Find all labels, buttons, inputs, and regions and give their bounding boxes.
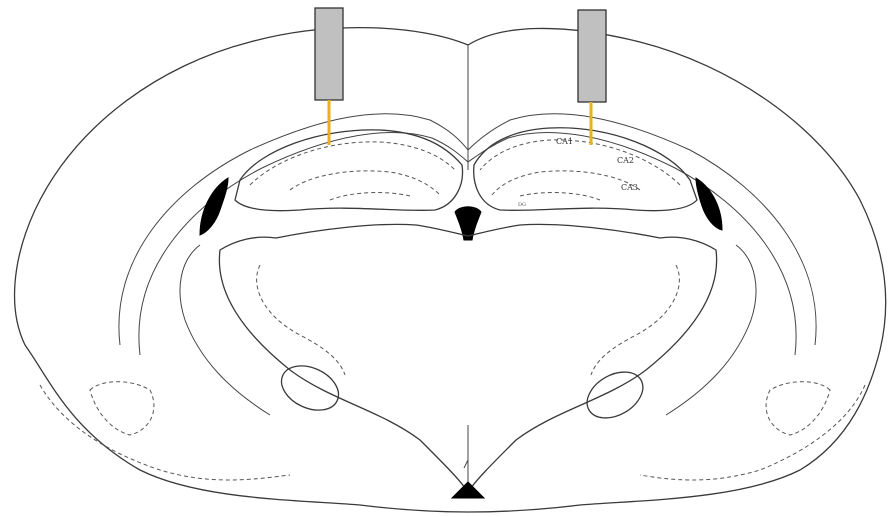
electrode-probe-icon	[578, 10, 606, 102]
label-ca2: CA2	[617, 156, 634, 165]
electrode-probe-icon	[315, 8, 343, 100]
piriform-dashed-left	[40, 385, 290, 480]
white-matter-left	[139, 132, 468, 355]
fimbria-right	[666, 245, 756, 415]
midline-arrow	[464, 460, 468, 468]
lateral-ventricle-right	[696, 178, 722, 230]
third-ventricle	[455, 207, 481, 240]
hippocampus-right-dashed-inner	[492, 171, 640, 195]
hippocampus-right-dashed-outer	[480, 140, 680, 185]
dentate-gyrus-left	[330, 193, 410, 200]
ventral-midline-marker	[452, 482, 484, 498]
hippocampus-right	[474, 128, 697, 211]
white-matter-right	[468, 132, 796, 355]
brain-outline	[15, 28, 886, 512]
internal-capsule-left	[257, 265, 345, 375]
amygdala-left	[90, 382, 154, 435]
hippocampus-left-dashed-inner	[290, 171, 440, 195]
amygdala-right	[766, 382, 830, 435]
internal-capsule-right	[591, 265, 679, 375]
cortex-inner-boundary-right	[468, 114, 816, 345]
piriform-dashed-right	[640, 385, 865, 480]
fimbria-left	[180, 245, 270, 415]
label-ca3: CA3	[621, 183, 638, 192]
dentate-gyrus-right	[520, 193, 600, 200]
oval-structure-right	[579, 363, 651, 428]
label-ca1: CA1	[556, 137, 573, 146]
label-dg: DG	[518, 202, 526, 208]
cortex-inner-boundary-left	[119, 114, 468, 345]
electrode-right	[578, 10, 606, 145]
